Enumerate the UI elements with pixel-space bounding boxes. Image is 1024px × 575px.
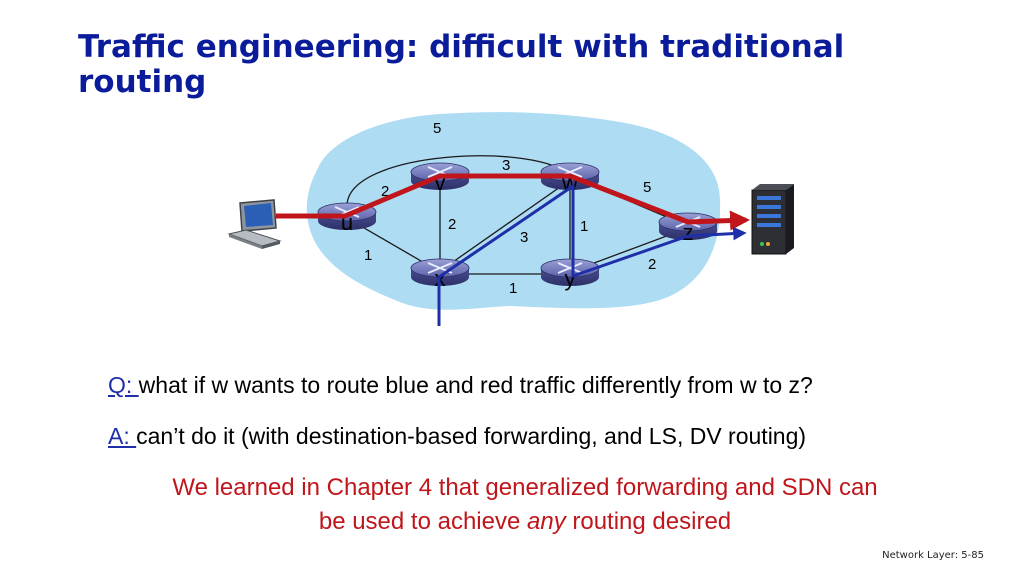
cost-u-x: 1 [364,247,372,264]
cost-v-x: 2 [448,216,456,233]
note-text-after: routing desired [565,508,732,535]
note-text-before: be used to achieve [318,508,527,535]
red-traffic-flow [276,173,750,231]
cost-u-w: 5 [433,120,441,137]
router-label-y: y [565,266,576,291]
question-line: Q: what if w wants to route blue and red… [108,372,813,399]
cost-w-z: 5 [643,179,651,196]
slide-title: Traffic engineering: difficult with trad… [78,29,845,100]
cost-w-y: 1 [580,218,588,235]
router-label-v: v [435,170,446,195]
note-line-1: We learned in Chapter 4 that generalized… [172,474,878,501]
cost-x-y: 1 [509,280,517,297]
cost-u-v: 2 [381,183,389,200]
cost-x-w: 3 [520,229,528,246]
answer-label: A: [108,423,137,449]
note-emphasis: any [527,508,566,535]
question-text: what if w wants to route blue and red tr… [138,372,813,398]
server-icon [751,184,794,255]
slide-footer: Network Layer: 5-85 [882,550,984,561]
cost-y-z: 2 [648,256,656,273]
link-x-w [439,179,571,272]
answer-text: can’t do it (with destination-based forw… [136,423,807,449]
answer-line: A: can’t do it (with destination-based f… [108,423,806,450]
note-line-2: be used to achieve any routing desired [100,508,950,536]
question-label: Q: [108,372,139,398]
router-label-z: z [683,220,694,245]
cost-v-w: 3 [502,157,510,174]
blue-traffic-flow [437,184,747,326]
laptop-icon [227,199,282,249]
